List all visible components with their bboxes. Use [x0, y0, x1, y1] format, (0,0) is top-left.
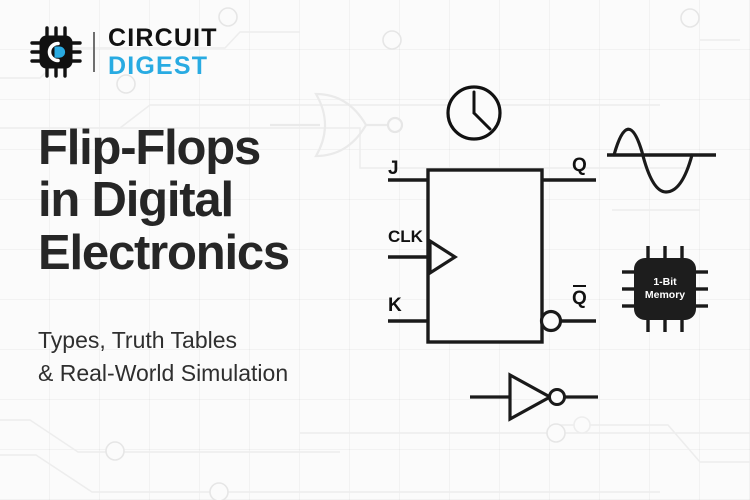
logo-word-circuit: CIRCUIT — [108, 23, 218, 52]
pin-label-j: J — [388, 158, 399, 179]
pin-label-q: Q — [572, 155, 587, 176]
memory-chip-label: 1-Bit Memory — [645, 276, 685, 302]
clock-edge-triangle — [428, 238, 458, 276]
jk-flip-flop-symbol — [388, 168, 596, 344]
logo-word-digest: DIGEST — [108, 51, 209, 80]
page-title: Flip-Flops in Digital Electronics — [38, 121, 378, 280]
memory-chip-pins — [622, 246, 708, 332]
overline-bar — [572, 285, 586, 287]
title-line-1: Flip-Flops — [38, 121, 261, 175]
title-line-2: in Digital — [38, 173, 234, 228]
microchip-icon — [30, 26, 82, 78]
brand-logo[interactable]: CIRCUIT DIGEST — [30, 25, 218, 79]
title-line-3: Electronics — [38, 225, 290, 280]
pin-label-qbar: Q — [572, 285, 587, 310]
sine-wave-icon — [607, 127, 716, 194]
pin-label-k: K — [388, 295, 402, 316]
memory-chip-line-1: 1-Bit — [653, 275, 677, 288]
page-subtitle: Types, Truth Tables & Real-World Simulat… — [38, 324, 398, 389]
logo-divider — [93, 32, 95, 72]
subtitle-line-2: & Real-World Simulation — [38, 359, 289, 386]
memory-chip-line-2: Memory — [644, 289, 686, 301]
pin-label-clk: CLK — [388, 227, 423, 246]
inversion-bubble — [539, 309, 563, 333]
pin-label-qbar-text: Q — [572, 288, 587, 309]
memory-chip-icon: 1-Bit Memory — [634, 258, 696, 320]
not-gate-icon — [470, 372, 598, 422]
clock-icon — [446, 85, 502, 141]
subtitle-line-1: Types, Truth Tables — [38, 327, 238, 353]
